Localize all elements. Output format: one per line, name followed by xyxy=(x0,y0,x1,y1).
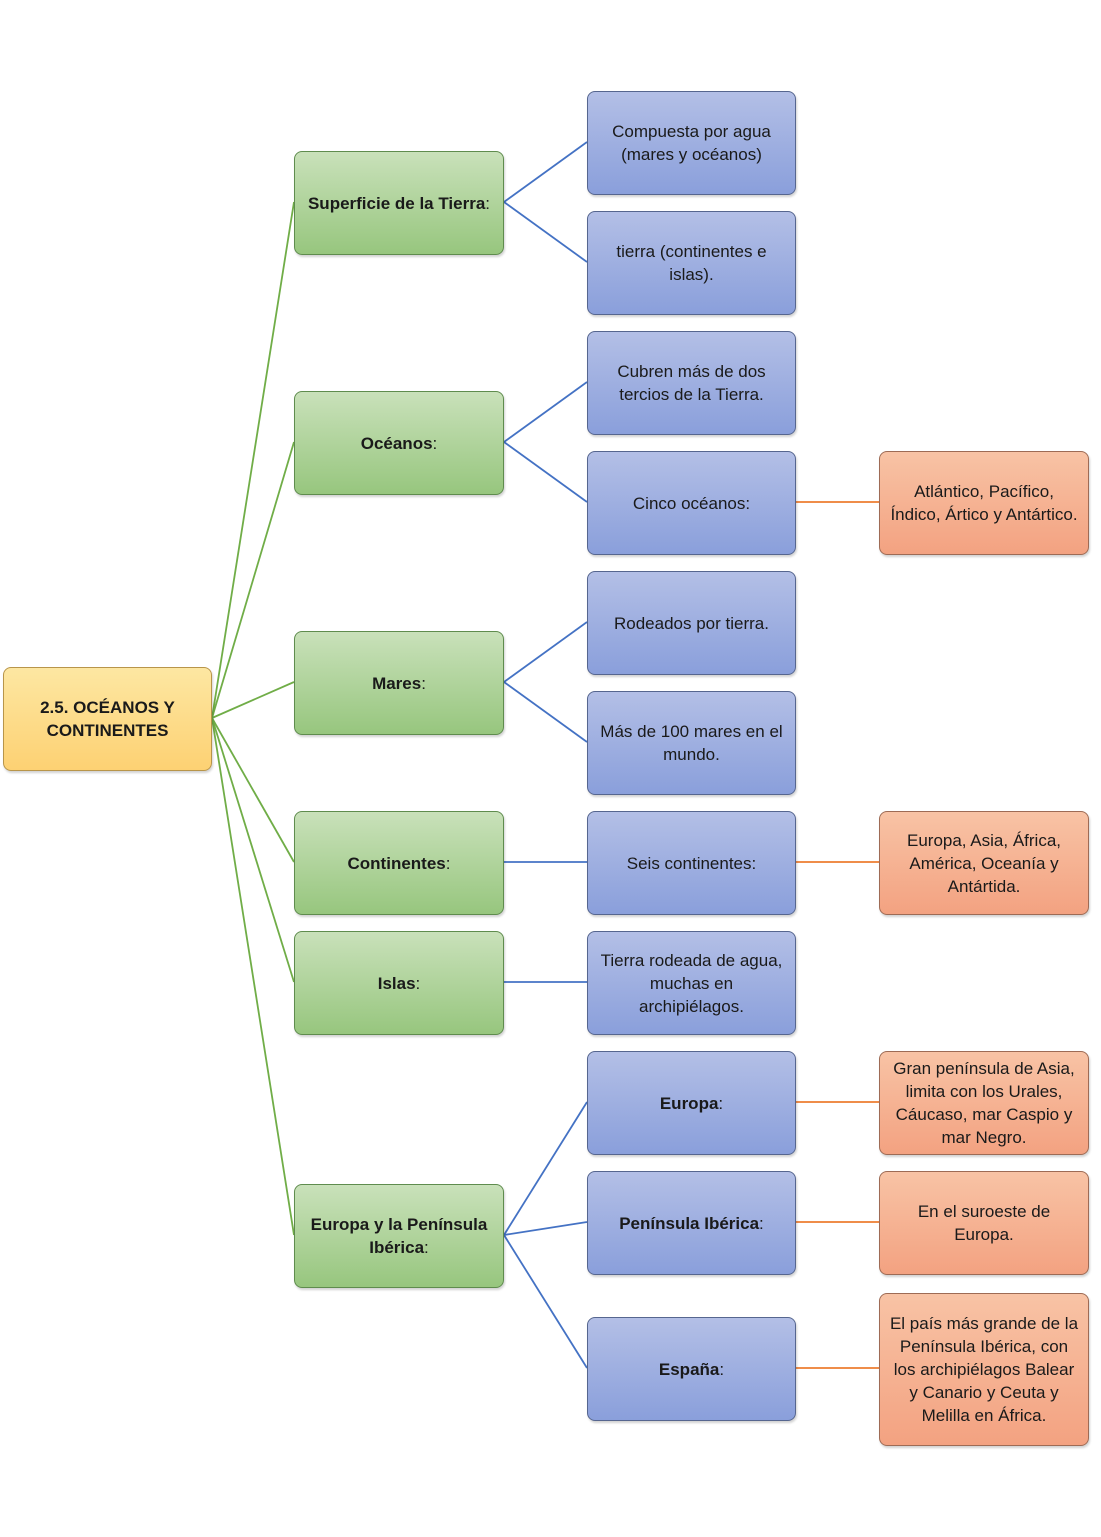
branch-islas-title: Islas xyxy=(377,973,416,993)
connector-superficie-to-compuesta xyxy=(503,141,588,203)
branch-europa-peninsula-title: Europa y la Península Ibérica xyxy=(310,1215,488,1257)
node-compuesta-agua: Compuesta por agua (mares y océanos) xyxy=(587,91,796,195)
node-cinco-oceanos: Cinco océanos: xyxy=(587,451,796,555)
branch-mares: Mares: xyxy=(294,631,504,735)
node-espana: España: xyxy=(587,1317,796,1421)
connector-root-to-europa-peninsula xyxy=(211,717,295,1236)
branch-europa-peninsula: Europa y la Península Ibérica: xyxy=(294,1184,504,1288)
connector-root-to-continentes xyxy=(211,717,295,863)
detail-espana: El país más grande de la Península Ibéri… xyxy=(879,1293,1089,1446)
connector-root-to-mares xyxy=(211,681,295,719)
node-seis-continentes: Seis continentes: xyxy=(587,811,796,915)
branch-continentes-title: Continentes xyxy=(347,853,446,873)
node-cubren-tercios: Cubren más de dos tercios de la Tierra. xyxy=(587,331,796,435)
connector-oceanos-to-cubren xyxy=(503,381,588,443)
branch-mares-title: Mares xyxy=(372,673,422,693)
connector-peninsula-to-iberica xyxy=(503,1221,588,1236)
connector-root-to-superficie xyxy=(211,201,295,719)
detail-europa: Gran península de Asia, limita con los U… xyxy=(879,1051,1089,1155)
root-node: 2.5. OCÉANOS Y CONTINENTES xyxy=(3,667,212,771)
branch-superficie-title: Superficie de la Tierra xyxy=(307,193,486,213)
connector-peninsula-to-espana xyxy=(503,1234,588,1369)
branch-oceanos-title: Océanos xyxy=(360,433,433,453)
connector-root-to-islas xyxy=(211,717,295,983)
detail-cinco-oceanos: Atlántico, Pacífico, Índico, Ártico y An… xyxy=(879,451,1089,555)
node-mas-100-mares: Más de 100 mares en el mundo. xyxy=(587,691,796,795)
branch-oceanos: Océanos: xyxy=(294,391,504,495)
node-europa: Europa: xyxy=(587,1051,796,1155)
connector-peninsula-to-europa xyxy=(503,1101,588,1236)
branch-continentes: Continentes: xyxy=(294,811,504,915)
node-rodeados-tierra: Rodeados por tierra. xyxy=(587,571,796,675)
connector-superficie-to-tierra xyxy=(503,201,588,263)
connector-oceanos-to-cinco xyxy=(503,441,588,503)
connector-mares-to-rodeados xyxy=(503,621,588,683)
root-label: 2.5. OCÉANOS Y CONTINENTES xyxy=(40,698,175,740)
node-tierra-rodeada-agua: Tierra rodeada de agua, muchas en archip… xyxy=(587,931,796,1035)
connector-mares-to-mas100 xyxy=(503,681,588,743)
node-peninsula-iberica: Península Ibérica: xyxy=(587,1171,796,1275)
connector-root-to-oceanos xyxy=(211,441,295,719)
detail-peninsula-iberica: En el suroeste de Europa. xyxy=(879,1171,1089,1275)
detail-seis-continentes: Europa, Asia, África, América, Oceanía y… xyxy=(879,811,1089,915)
branch-islas: Islas: xyxy=(294,931,504,1035)
branch-superficie: Superficie de la Tierra: xyxy=(294,151,504,255)
node-tierra-continentes: tierra (continentes e islas). xyxy=(587,211,796,315)
